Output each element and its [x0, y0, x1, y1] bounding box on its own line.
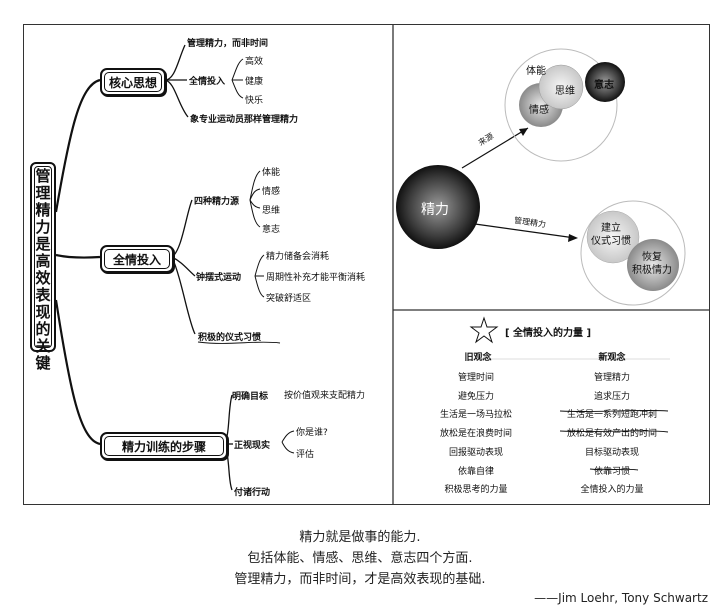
old-idea-1: 避免压力 [457, 391, 495, 402]
branch-full-engagement-label: 全情投入 [112, 252, 161, 267]
source-emotional: 情感 [262, 187, 281, 197]
core-item-manage-energy: 管理精力，而非时间 [187, 39, 269, 49]
steps-item-face-truth: 正视现实 [234, 441, 271, 451]
branch-training-steps-label: 精力训练的步骤 [121, 439, 206, 454]
source-label-physical: 体能 [526, 66, 546, 77]
core-sub-efficient: 高效 [245, 57, 264, 67]
old-idea-3: 放松是在浪费时间 [439, 429, 513, 440]
steps-note-values: 按价值观来支配精力 [284, 391, 366, 401]
core-item-athlete: 象专业运动员那样管理精力 [190, 115, 299, 125]
branch-core-ideas: 核心思想 [100, 68, 166, 96]
old-idea-2: 生活是一场马拉松 [439, 410, 513, 421]
recover-label: 恢复 积极情力 [632, 252, 672, 276]
engagement-item-pendulum: 钟摆式运动 [196, 273, 242, 283]
pendulum-sub-consume: 精力储备会消耗 [266, 252, 330, 262]
energy-center-label: 精力 [421, 202, 449, 218]
branch-core-ideas-label: 核心思想 [108, 75, 157, 90]
old-idea-4: 回报驱动表现 [448, 447, 504, 458]
build-ritual-circle [586, 210, 640, 264]
steps-item-take-action: 付诸行动 [234, 488, 271, 498]
pendulum-sub-comfort-zone: 突破舒适区 [266, 294, 312, 304]
energy-diagram [396, 48, 686, 306]
mindmap-title: 管理精力是高效表现的关键 [30, 162, 56, 372]
new-idea-3: 放松是有效产出的时间 [566, 429, 658, 440]
old-header: 旧观念 [464, 353, 492, 363]
new-idea-4: 目标驱动表现 [584, 447, 640, 458]
source-spiritual: 意志 [262, 225, 281, 235]
source-circle-spiritual [585, 62, 625, 102]
source-mental: 思维 [262, 206, 281, 216]
new-idea-6: 全情投入的力量 [580, 485, 644, 496]
new-header: 新观念 [598, 353, 626, 363]
energy-center-circle [396, 165, 480, 249]
old-idea-5: 依靠自律 [457, 466, 495, 477]
branch-training-steps: 精力训练的步骤 [100, 432, 228, 460]
engagement-item-rituals: 积极的仪式习惯 [198, 333, 262, 343]
star-icon [469, 316, 499, 344]
caption-line-2: 包括体能、情感、思维、意志四个方面. [247, 551, 473, 566]
new-idea-5: 依靠习惯 [593, 466, 631, 477]
source-label-mental: 思维 [555, 86, 575, 97]
new-idea-1: 追求压力 [593, 391, 631, 402]
source-label-emotional: 情感 [529, 105, 549, 116]
steps-item-define-purpose: 明确目标 [232, 392, 269, 402]
source-label-spiritual: 意志 [594, 80, 614, 91]
old-idea-0: 管理时间 [457, 373, 495, 383]
branch-full-engagement: 全情投入 [100, 245, 174, 273]
source-physical: 体能 [262, 168, 281, 178]
engagement-item-four-sources: 四种精力源 [194, 197, 240, 207]
new-idea-0: 管理精力 [593, 373, 631, 383]
caption-author: ——Jim Loehr, Tony Schwartz [534, 591, 708, 605]
mindmap-title-text: 管理精力是高效表现的关键 [35, 167, 51, 372]
build-ritual-label: 建立 仪式习惯 [591, 223, 631, 247]
core-sub-happy: 快乐 [245, 96, 264, 106]
recover-circle [627, 239, 679, 291]
truth-sub-assess: 评估 [296, 450, 315, 460]
comparison-title: [ 全情投入的力量 ] [505, 328, 592, 339]
old-idea-6: 积极思考的力量 [444, 485, 508, 496]
source-circle-mental [538, 64, 584, 110]
core-sub-healthy: 健康 [245, 77, 264, 87]
figure-frame [23, 24, 710, 505]
caption-line-3: 管理精力，而非时间，才是高效表现的基础. [234, 572, 486, 587]
new-idea-2: 生活是一系列短跑冲刺 [566, 410, 658, 421]
truth-sub-who: 你是谁? [296, 428, 328, 438]
caption-line-1: 精力就是做事的能力. [299, 530, 421, 545]
pendulum-sub-recover: 周期性补充才能平衡消耗 [266, 273, 366, 283]
core-item-full-engagement: 全情投入 [189, 77, 226, 87]
